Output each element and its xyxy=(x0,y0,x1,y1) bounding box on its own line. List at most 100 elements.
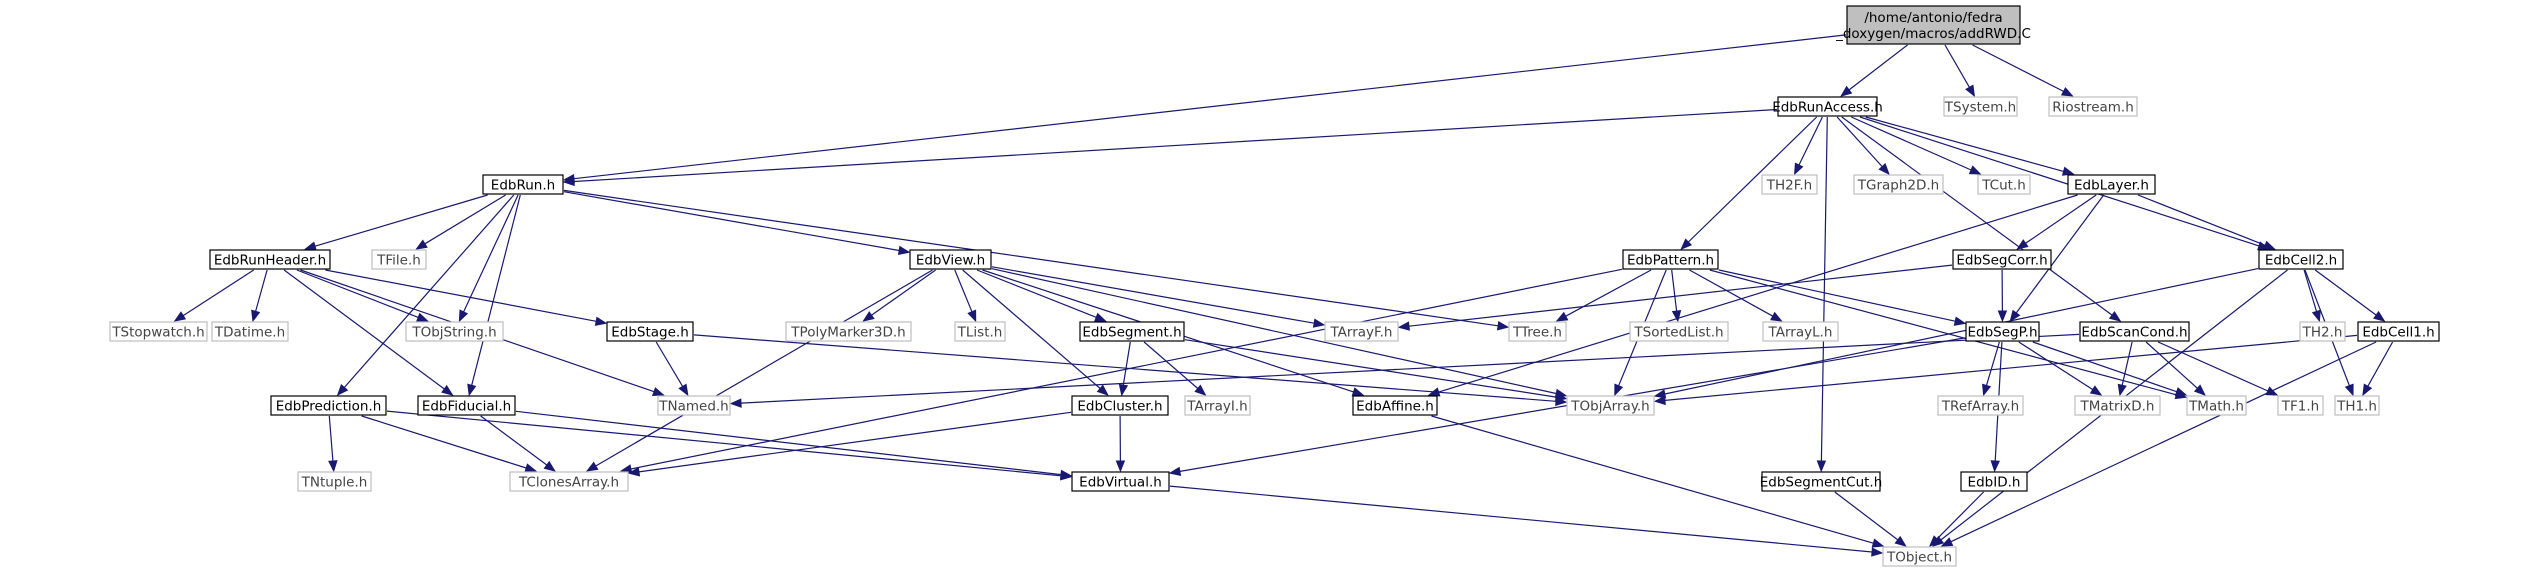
node-box xyxy=(2334,395,2380,416)
node-edbcell2[interactable]: EdbCell2.h xyxy=(2258,249,2344,270)
edge-line xyxy=(954,269,973,312)
arrowhead xyxy=(1990,460,2000,473)
node-edbvirtual[interactable]: EdbVirtual.h xyxy=(1071,471,1170,492)
node-edbsegcorr[interactable]: EdbSegCorr.h xyxy=(1952,249,2052,270)
node-label: EdbScanCond.h xyxy=(2081,325,2187,341)
node-edbrunaccess[interactable]: EdbRunAccess.h xyxy=(1772,96,1883,117)
edge-edbrunheader-to-tdatime xyxy=(251,269,268,323)
node-box xyxy=(954,321,1006,342)
edge-line xyxy=(325,269,597,322)
edge-edbrunaccess-to-edbrun xyxy=(562,108,1778,187)
arrowhead xyxy=(1997,310,2008,323)
node-label: EdbRun.h xyxy=(491,178,555,194)
edge-edblayer-to-edbcell2 xyxy=(2137,194,2276,250)
edge-edblayer-to-edbsegp xyxy=(2009,194,2105,323)
node-label: TObjArray.h xyxy=(1570,399,1649,415)
edge-edbrunaccess-to-tgraph2d xyxy=(1836,116,1890,175)
arrowhead xyxy=(1168,466,1182,476)
edge-edbfiducial-to-tclonesarray xyxy=(480,415,556,472)
node-edbid[interactable]: EdbID.h xyxy=(1960,471,2028,492)
node-edbsegp[interactable]: EdbSegP.h xyxy=(1965,321,2040,342)
edge-edbscancond-to-tmath xyxy=(2145,341,2206,396)
edge-line xyxy=(1950,341,2377,543)
edge-edbrunaccess-to-edbsegmentcut xyxy=(1816,116,1828,473)
arrowhead xyxy=(415,239,428,250)
edge-edbrun-to-tfile xyxy=(415,194,506,250)
arrowhead xyxy=(2311,309,2321,323)
node-box xyxy=(1937,395,2024,416)
edge-line xyxy=(1834,491,1899,541)
node-th2: TH2.h xyxy=(2299,321,2346,342)
node-edbpattern[interactable]: EdbPattern.h xyxy=(1622,249,1719,270)
node-edbstage[interactable]: EdbStage.h xyxy=(606,321,694,342)
arrowhead xyxy=(1614,383,1624,397)
node-label: EdbRunHeader.h xyxy=(214,253,326,269)
edge-line xyxy=(314,194,488,247)
node-tf1: TF1.h xyxy=(2277,395,2324,416)
node-box xyxy=(1761,471,1881,492)
edge-edbrunaccess-to-edbpattern xyxy=(1680,116,1818,250)
node-box xyxy=(482,174,564,195)
node-edbcell1[interactable]: EdbCell1.h xyxy=(2357,321,2440,342)
node-box xyxy=(209,249,331,270)
node-box xyxy=(1965,321,2040,342)
edge-line xyxy=(1565,269,1652,317)
node-label: TH2F.h xyxy=(1766,178,1812,194)
node-tlist: TList.h xyxy=(954,321,1006,342)
arrowhead xyxy=(1060,469,1073,480)
node-edbprediction[interactable]: EdbPrediction.h xyxy=(270,395,387,416)
edge-edbcell1-to-tobjarray xyxy=(1653,334,2358,406)
node-edbview[interactable]: EdbView.h xyxy=(909,249,992,270)
edge-line xyxy=(563,191,900,252)
edge-edbcell2-to-th2 xyxy=(2303,269,2321,323)
node-box xyxy=(909,249,992,270)
node-edblayer[interactable]: EdbLayer.h xyxy=(2067,174,2156,195)
edge-line xyxy=(573,108,1778,183)
node-edbscancond[interactable]: EdbScanCond.h xyxy=(2079,321,2190,342)
arrowhead xyxy=(251,309,261,323)
node-ttree: TTree.h xyxy=(1508,321,1567,342)
edge-edbstage-to-tnamed xyxy=(655,341,689,397)
node-label: EdbAffine.h xyxy=(1356,399,1434,415)
arrowhead xyxy=(2193,384,2206,396)
edge-edbview-to-tobjarray xyxy=(991,268,1568,399)
node-edbsegment[interactable]: EdbSegment.h xyxy=(1079,321,1185,342)
node-label: EdbCell1.h xyxy=(2362,325,2434,341)
edge-line xyxy=(480,415,548,466)
edge-edbpattern-to-tarrayl xyxy=(1689,269,1783,322)
node-addrwd[interactable]: /home/antonio/fedra_doxygen/macros/addRW… xyxy=(1835,5,2031,45)
arrowhead xyxy=(1653,389,1667,399)
node-tmath: TMath.h xyxy=(2186,395,2247,416)
edge-edbrun-to-tobjstring xyxy=(458,194,519,323)
edge-edbpattern-to-tsortedlist xyxy=(1671,269,1682,323)
node-box xyxy=(270,395,387,416)
arrowhead xyxy=(2262,240,2276,250)
edge-line xyxy=(976,269,1097,318)
edge-line xyxy=(693,334,1557,402)
edge-line xyxy=(182,269,255,317)
node-label: TArrayF.h xyxy=(1329,325,1392,341)
edge-line xyxy=(1664,268,2259,395)
edge-edbpattern-to-edbsegp xyxy=(1718,269,1967,326)
node-label: TNtuple.h xyxy=(301,475,368,491)
node-edbrun[interactable]: EdbRun.h xyxy=(482,174,564,195)
node-box xyxy=(2067,174,2156,195)
node-edbcluster[interactable]: EdbCluster.h xyxy=(1071,395,1169,416)
node-box xyxy=(1952,249,2052,270)
edge-edbscancond-to-tmatrixd xyxy=(2117,341,2133,397)
edge-edbrunheader-to-edbstage xyxy=(325,269,608,326)
arrowhead xyxy=(1871,547,1884,557)
edge-line xyxy=(2032,341,2177,393)
node-edbfiducial[interactable]: EdbFiducial.h xyxy=(417,395,516,416)
node-edbrunheader[interactable]: EdbRunHeader.h xyxy=(209,249,331,270)
node-box xyxy=(1071,395,1169,416)
node-label: TObjString.h xyxy=(411,325,496,341)
arrowhead xyxy=(1554,392,1568,402)
node-edbaffine[interactable]: EdbAffine.h xyxy=(1352,395,1438,416)
edge-edbrun-to-edbfiducial xyxy=(467,194,521,397)
node-edbsegmentcut[interactable]: EdbSegmentCut.h xyxy=(1760,471,1883,492)
edge-line xyxy=(515,410,1062,476)
edge-edbview-to-tlist xyxy=(954,269,977,323)
node-tobjstring: TObjString.h xyxy=(405,321,504,342)
arrowhead xyxy=(173,311,187,322)
